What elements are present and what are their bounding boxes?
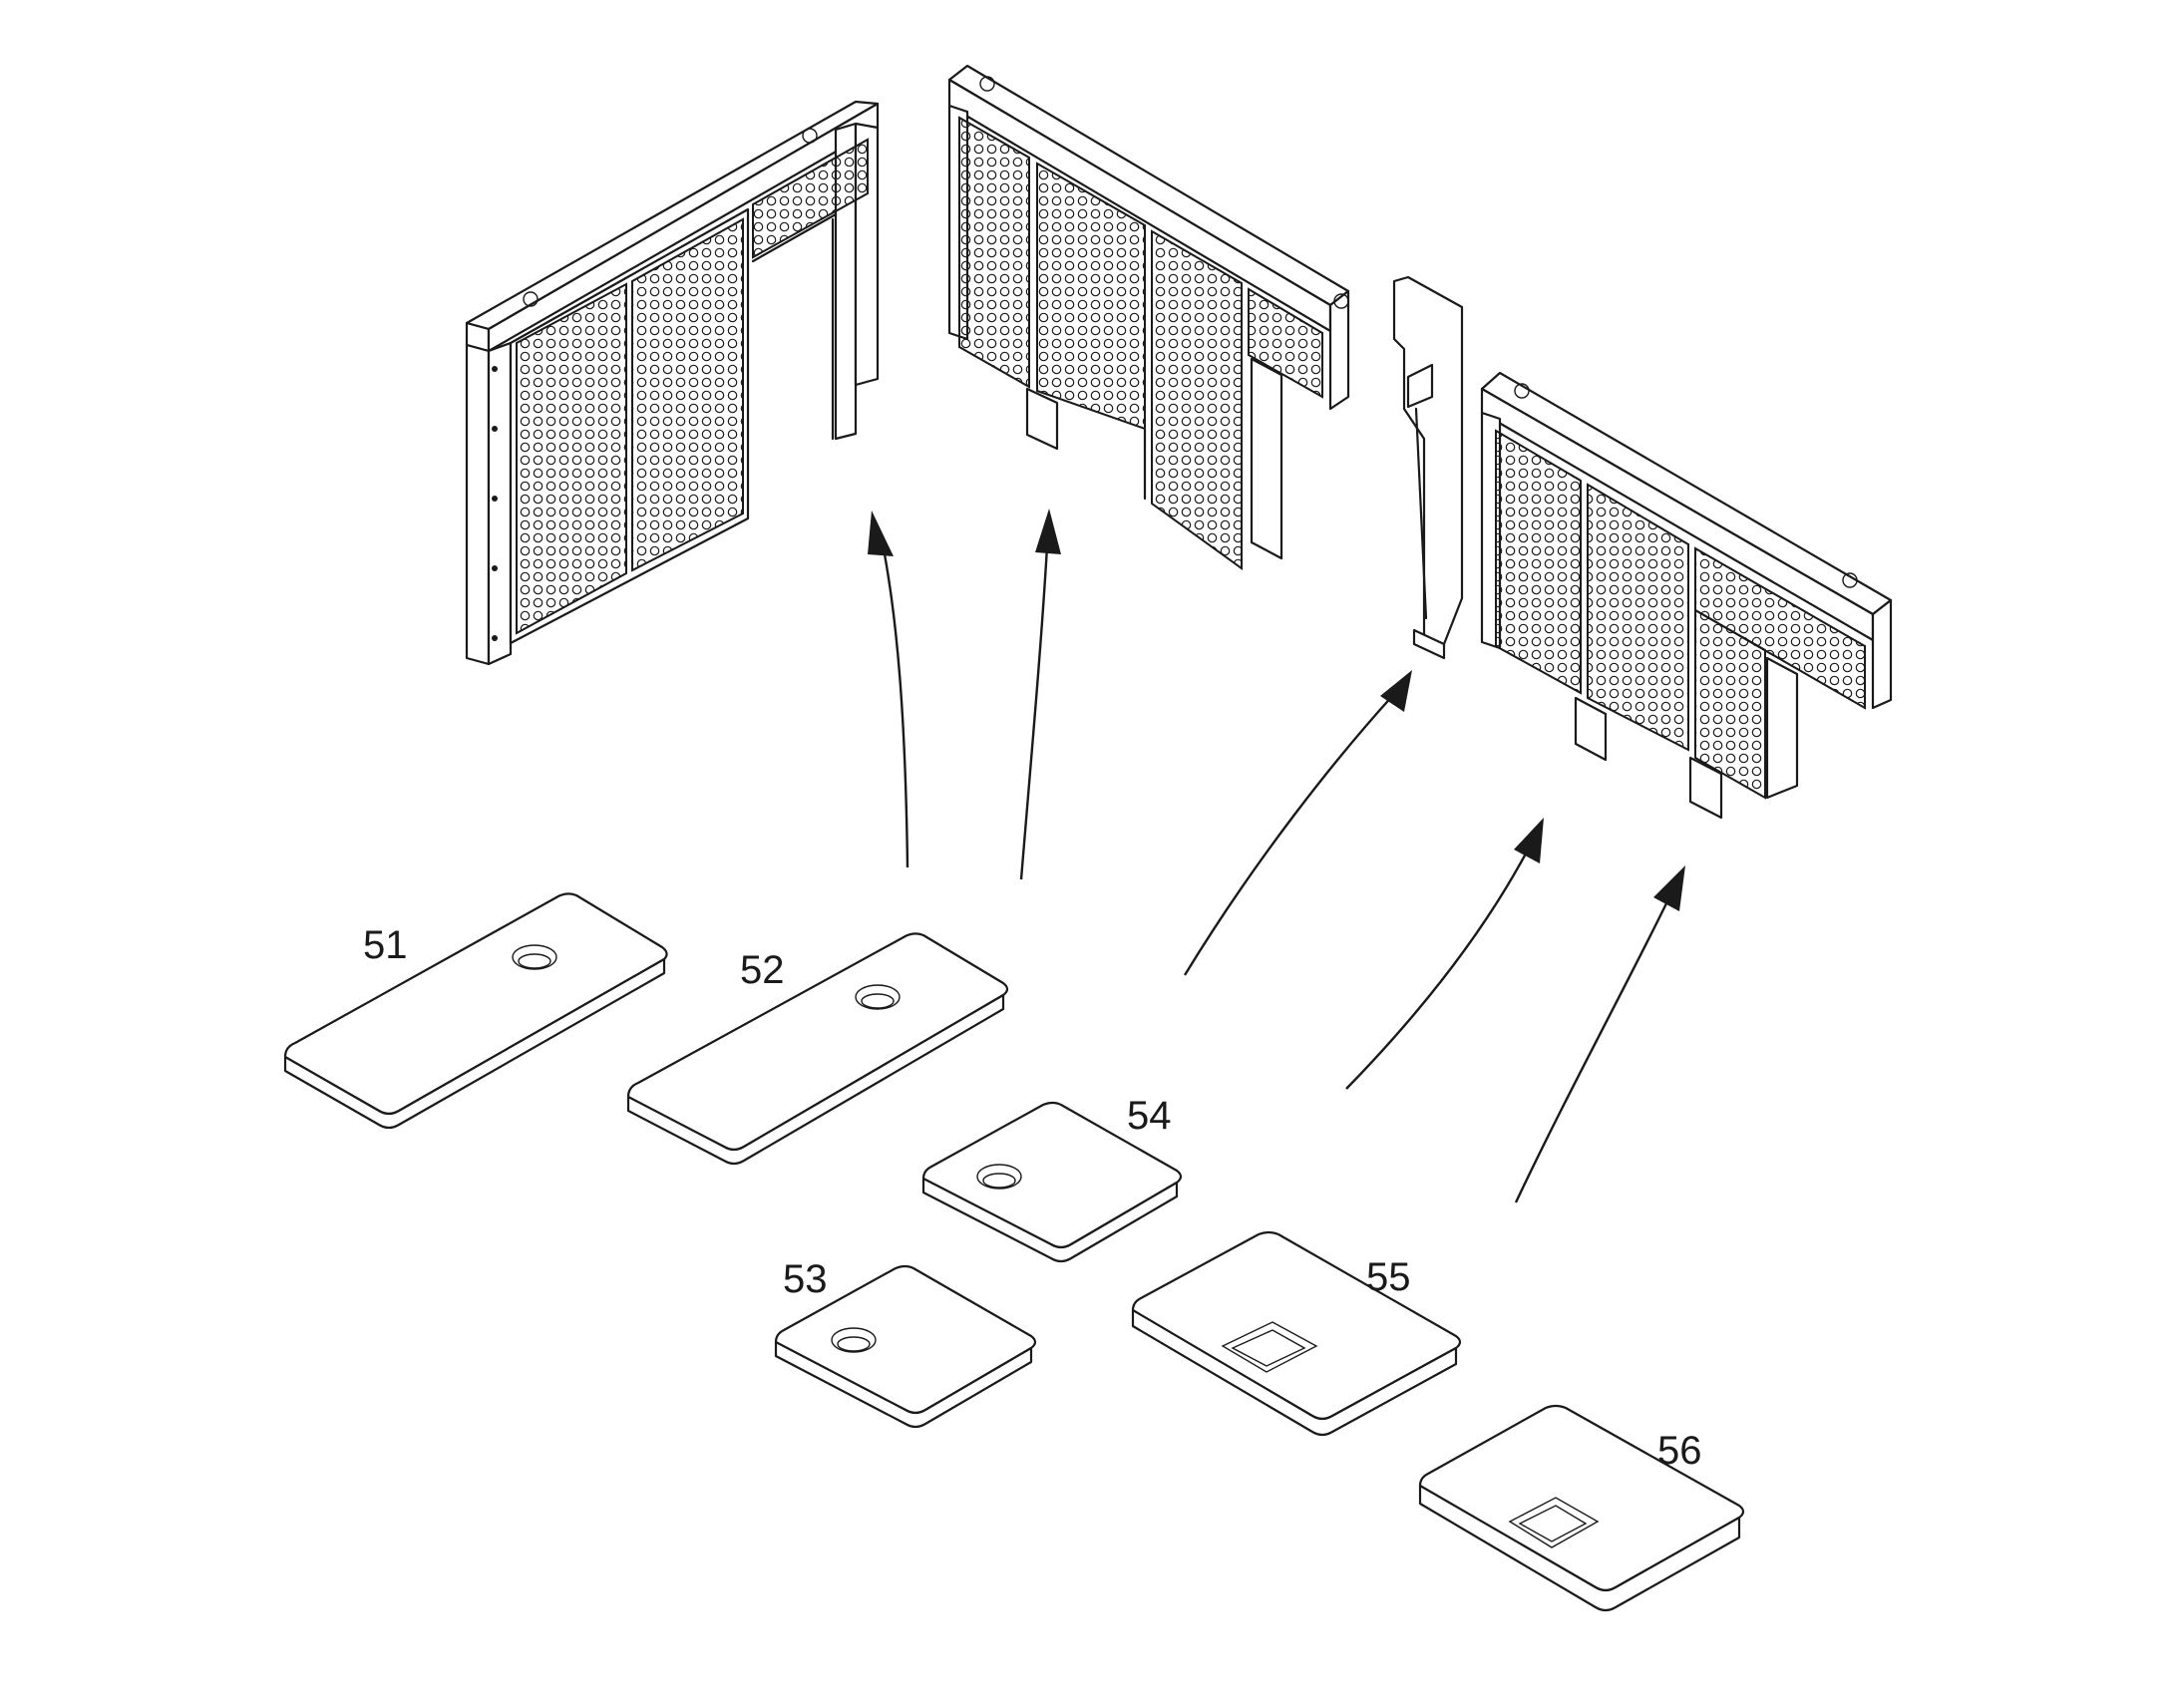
arrow-2-head: [1035, 509, 1061, 554]
label-51: 51: [363, 923, 408, 967]
label-53: 53: [783, 1257, 828, 1301]
label-56: 56: [1657, 1429, 1702, 1473]
label-54: 54: [1127, 1094, 1172, 1138]
plate-56: [1418, 1404, 1745, 1612]
bracket-part: [1392, 275, 1464, 660]
panel-assembly-left: [465, 100, 880, 666]
plate-51: [283, 892, 668, 1130]
arrow-4: [1345, 853, 1528, 1090]
plate-53: [774, 1264, 1037, 1429]
plate-55: [1131, 1230, 1462, 1437]
plate-54: [921, 1101, 1183, 1263]
arrow-1-head: [868, 511, 894, 556]
label-52: 52: [740, 948, 785, 992]
arrow-1: [880, 537, 909, 868]
label-55: 55: [1366, 1255, 1411, 1299]
panel-assembly-center: [947, 64, 1350, 570]
arrow-5: [1514, 900, 1669, 1203]
arrow-2: [1019, 545, 1049, 880]
panel-assembly-right: [1480, 371, 1893, 820]
arrow-5-head: [1653, 865, 1685, 911]
arrow-3: [1183, 693, 1395, 976]
assembly-arrows: [868, 509, 1685, 1203]
arrow-3-head: [1380, 670, 1412, 712]
arrow-4-head: [1514, 818, 1544, 863]
plate-52: [626, 932, 1009, 1166]
